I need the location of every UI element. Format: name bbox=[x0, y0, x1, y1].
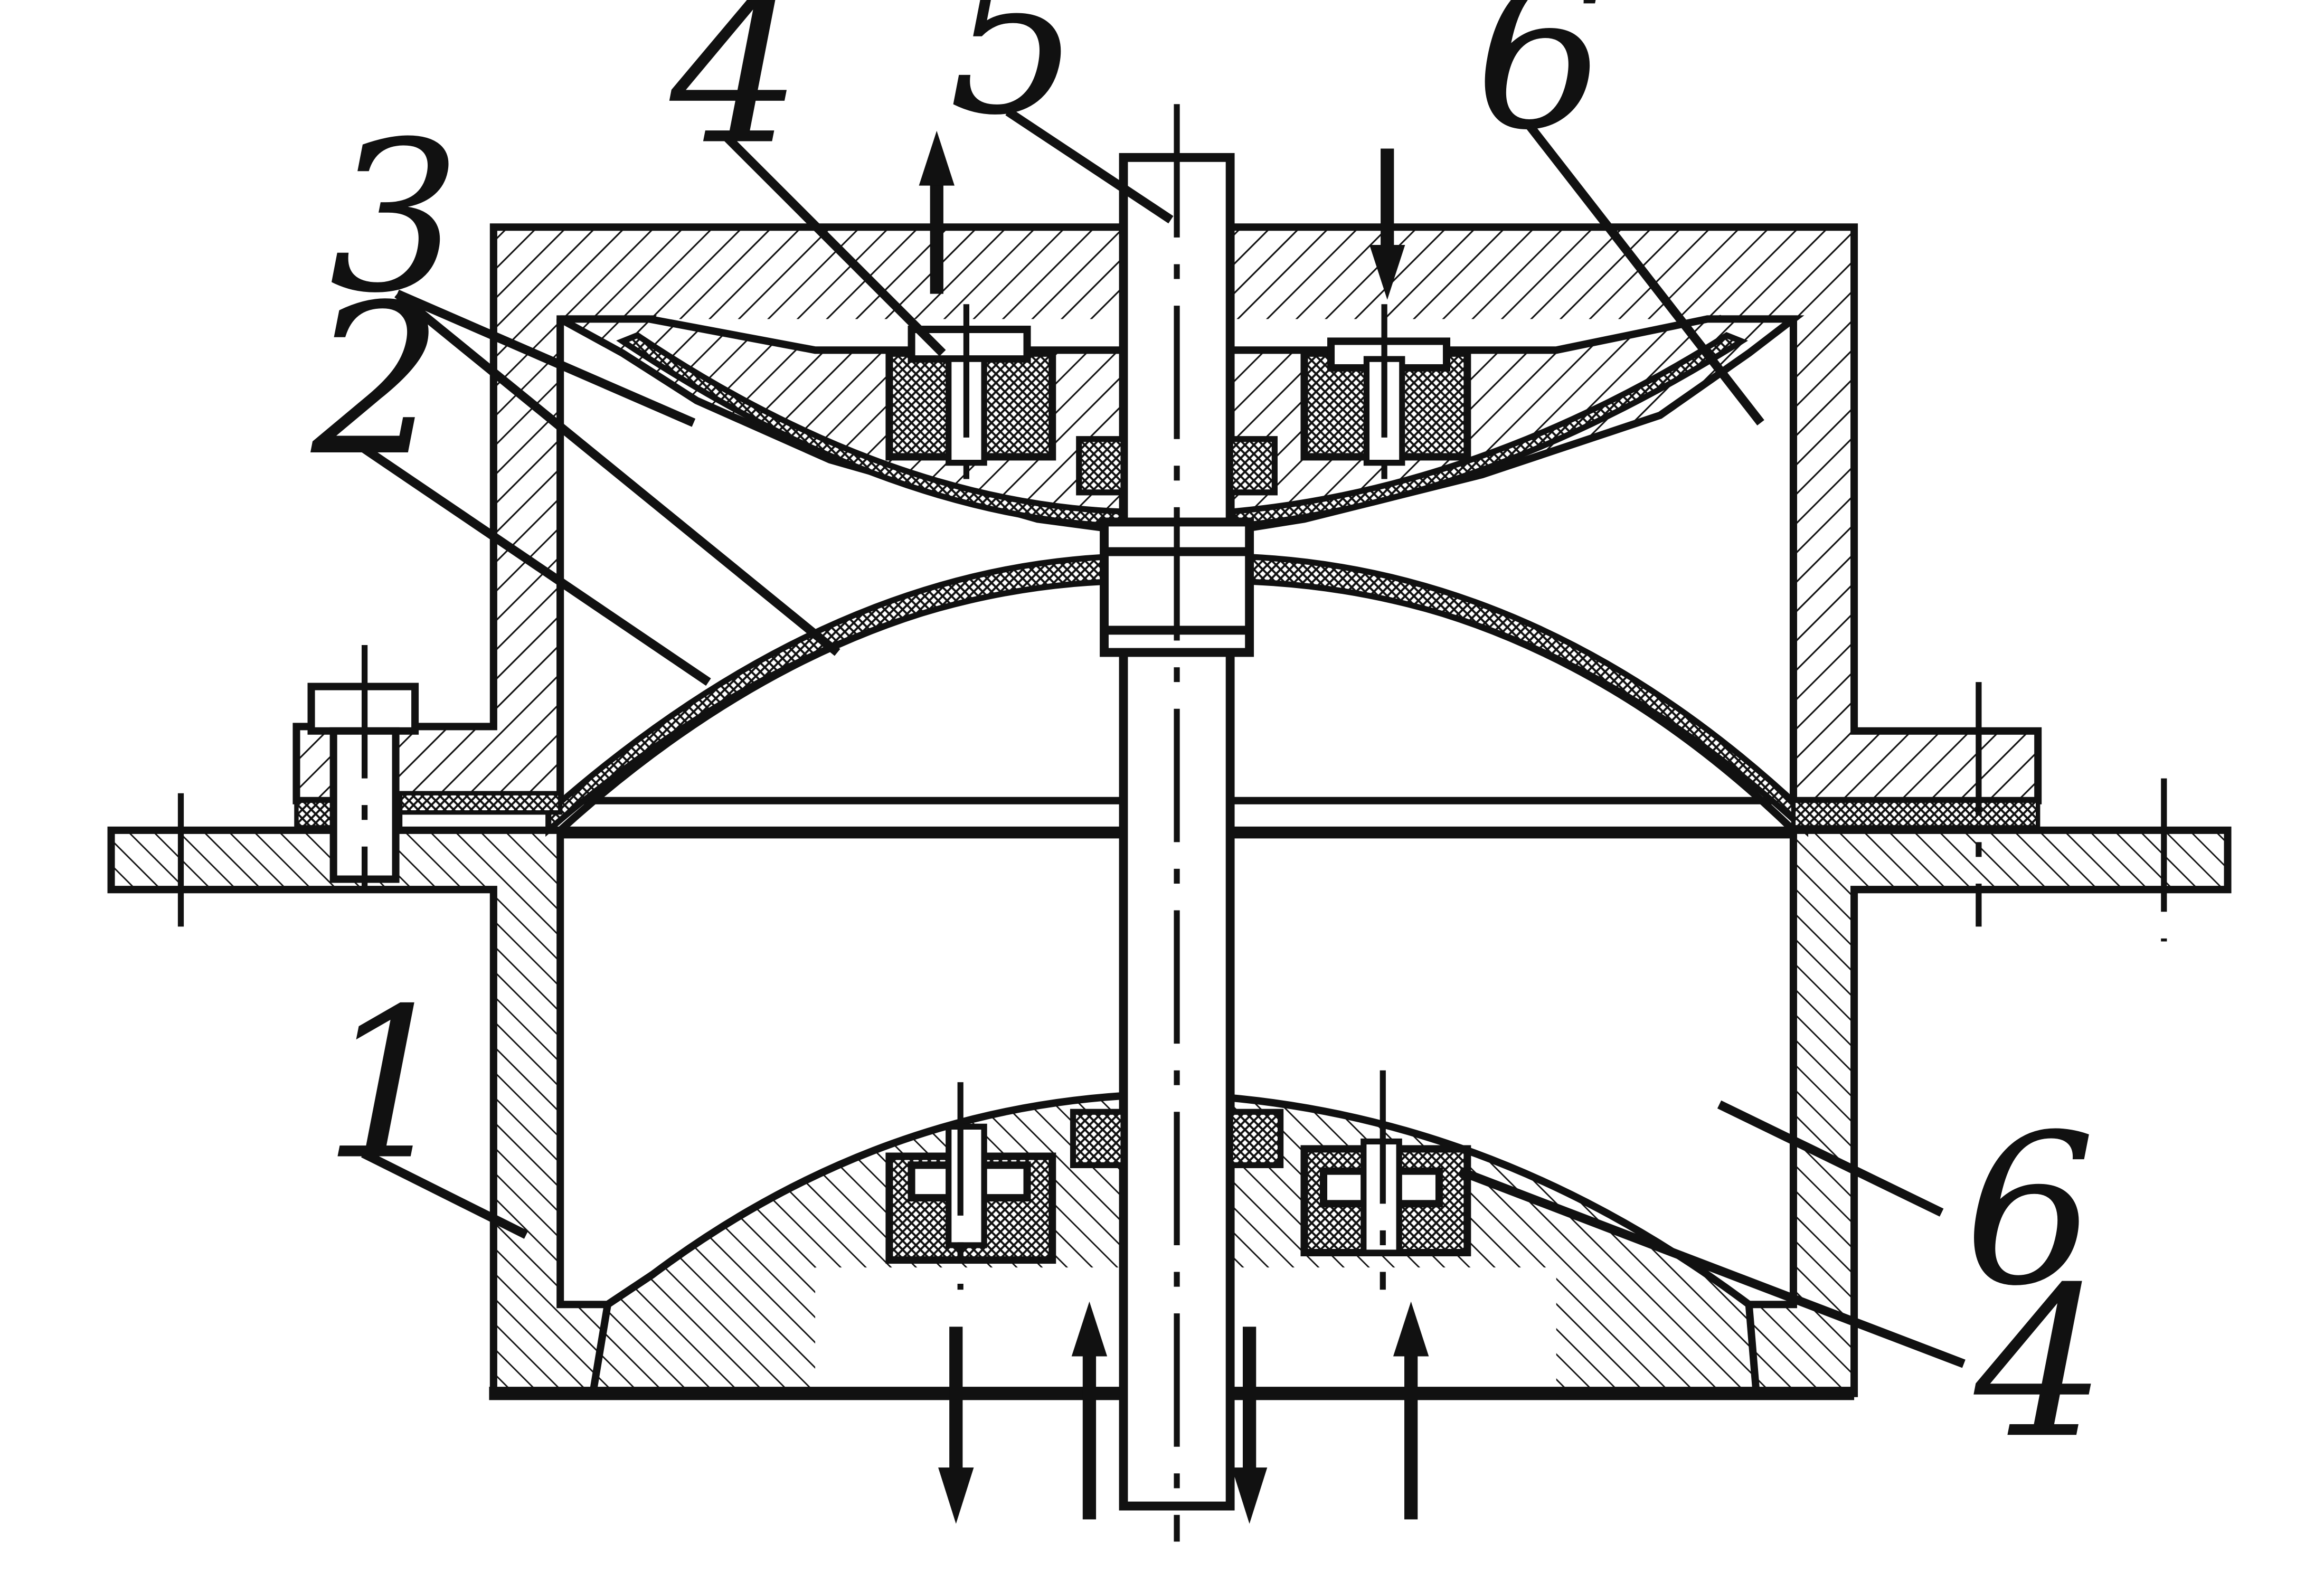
label-3: 3 bbox=[329, 97, 461, 338]
label-4-bottom: 4 bbox=[1971, 1242, 2106, 1484]
valve-lower-right bbox=[1300, 1070, 1471, 1290]
label-6-top: 6 bbox=[1475, 0, 1607, 175]
flow-arrows bbox=[919, 130, 1429, 1524]
rod bbox=[1100, 104, 1254, 1542]
label-4-top: 4 bbox=[667, 0, 802, 190]
valve-upper-right bbox=[1300, 304, 1471, 490]
valve-lower-left bbox=[885, 1082, 1056, 1290]
label-2: 2 bbox=[308, 260, 443, 501]
valve-upper-left bbox=[885, 304, 1056, 482]
flange-bolt-left bbox=[177, 645, 419, 927]
flange-axes-right bbox=[1976, 682, 2167, 942]
label-1: 1 bbox=[323, 964, 455, 1206]
leader-lines bbox=[361, 108, 1966, 1368]
rod-seals bbox=[1070, 436, 1284, 1168]
label-5: 5 bbox=[949, 0, 1081, 160]
part-labels: 1 2 3 4 5 6 6 4 bbox=[308, 0, 2106, 1484]
label-6-bottom: 6 bbox=[1964, 1090, 2096, 1331]
